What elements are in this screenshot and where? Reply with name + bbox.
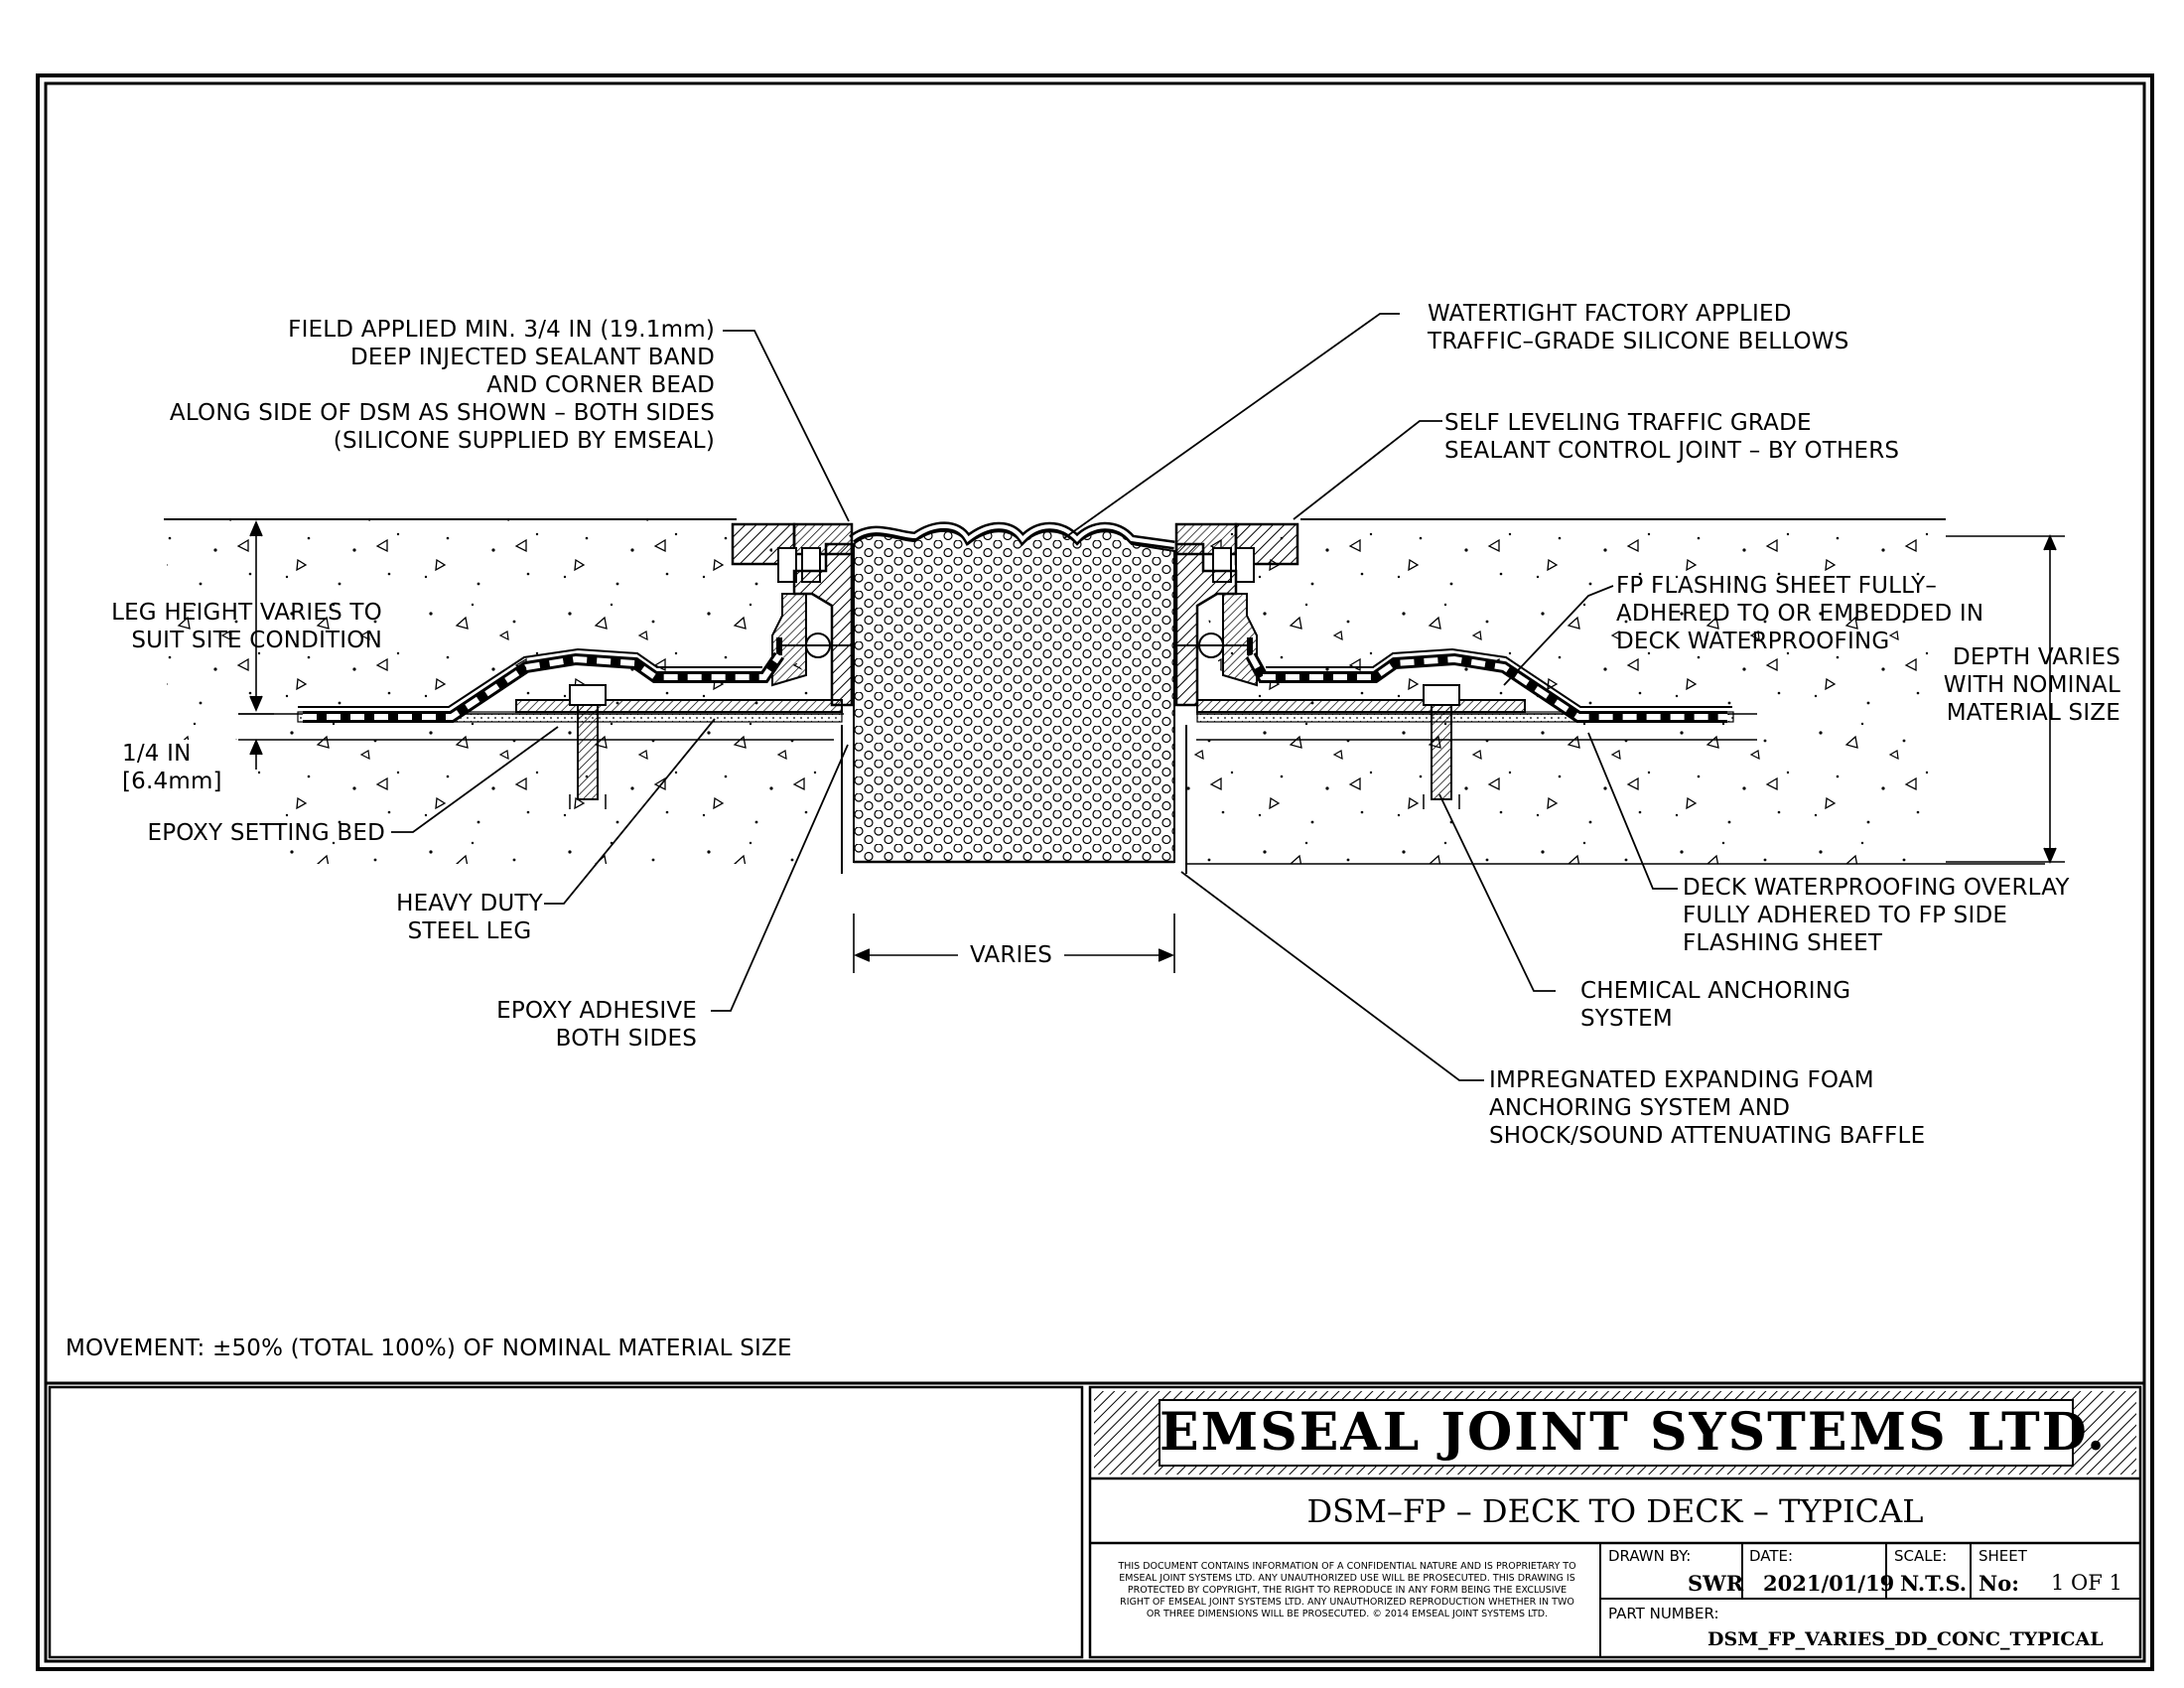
leg-height-callout: LEG HEIGHT VARIES TO SUIT SITE CONDITION [111, 600, 382, 653]
confidentiality-notice: THIS DOCUMENT CONTAINS INFORMATION OF A … [1118, 1561, 1576, 1619]
epoxy-adhesive-callout: EPOXY ADHESIVE BOTH SIDES [496, 998, 697, 1052]
fp-flashing-callout: FP FLASHING SHEET FULLY– ADHERED TO OR E… [1616, 573, 1984, 654]
right-flashing [1245, 647, 1732, 723]
chemical-anchor-callout: CHEMICAL ANCHORING SYSTEM [1580, 978, 1851, 1032]
depth-callout: DEPTH VARIES WITH NOMINAL MATERIAL SIZE [1943, 644, 2120, 726]
movement-note: MOVEMENT: ±50% (TOTAL 100%) OF NOMINAL M… [66, 1336, 792, 1361]
left-steel-leg [297, 522, 854, 809]
deck-overlay-callout: DECK WATERPROOFING OVERLAY FULLY ADHERED… [1683, 875, 2070, 956]
scale-value: N.T.S. [1900, 1571, 1968, 1596]
drawn-by-label: DRAWN BY: [1608, 1547, 1692, 1565]
part-number-label: PART NUMBER: [1608, 1605, 1719, 1622]
scale-label: SCALE: [1894, 1547, 1948, 1565]
date-label: DATE: [1749, 1547, 1794, 1565]
quarter-inch-callout: 1/4 IN [6.4mm] [122, 741, 222, 794]
part-number-value: DSM_FP_VARIES_DD_CONC_TYPICAL [1707, 1628, 2104, 1650]
bellows-callout: WATERTIGHT FACTORY APPLIED TRAFFIC–GRADE… [1428, 301, 1849, 354]
drawing-title: DSM–FP – DECK TO DECK – TYPICAL [1306, 1492, 1924, 1530]
drawn-by-value: SWR [1688, 1571, 1744, 1596]
sheet-no-label: No: [1979, 1571, 2019, 1596]
foam-baffle-callout: IMPREGNATED EXPANDING FOAM ANCHORING SYS… [1489, 1067, 1926, 1149]
foam-baffle [849, 521, 1175, 864]
dimensions [238, 519, 2065, 973]
sheet-value: 1 OF 1 [2051, 1571, 2122, 1595]
left-flashing [298, 647, 784, 723]
self-leveling-callout: SELF LEVELING TRAFFIC GRADE SEALANT CONT… [1444, 410, 1900, 464]
leader-lines [391, 313, 1678, 1081]
company-name: EMSEAL JOINT SYSTEMS LTD. [1160, 1402, 2108, 1463]
field-applied-callout: FIELD APPLIED MIN. 3/4 IN (19.1mm) DEEP … [169, 317, 715, 454]
varies-dimension-label: VARIES [969, 942, 1053, 968]
date-value: 2021/01/19 [1763, 1571, 1895, 1596]
title-block [46, 1381, 2144, 1659]
epoxy-bed-callout: EPOXY SETTING BED [147, 820, 385, 846]
sheet-label: SHEET [1979, 1547, 2027, 1565]
steel-leg-callout: HEAVY DUTY STEEL LEG [396, 891, 543, 944]
left-concrete-deck [164, 518, 844, 864]
